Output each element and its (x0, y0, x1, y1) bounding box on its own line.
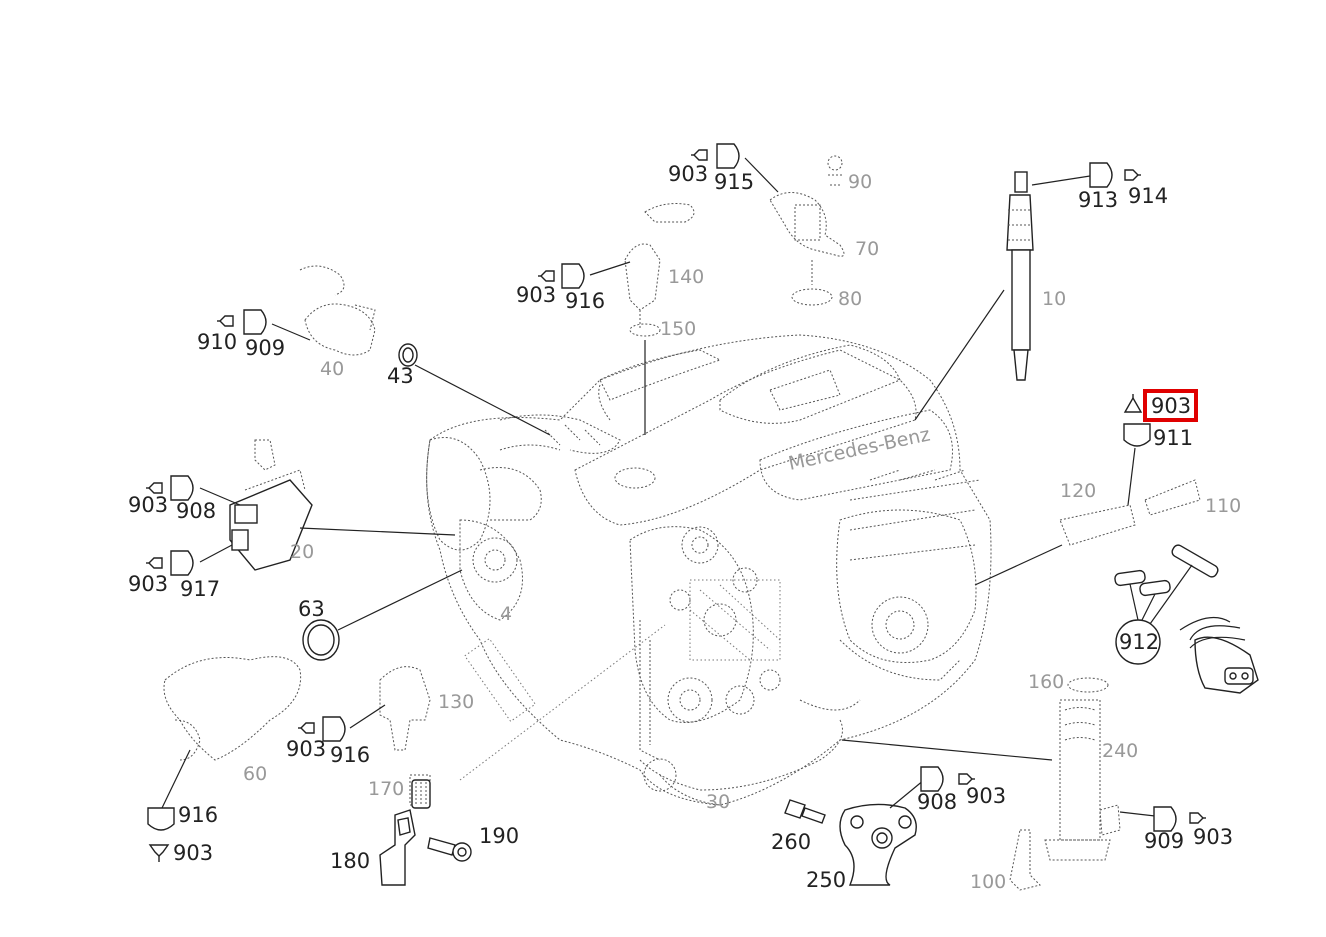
callout-908-left[interactable]: 908 (176, 499, 216, 523)
faint-labels: 90 70 80 140 150 10 40 120 110 20 4 60 1… (243, 171, 1241, 893)
label-4: 4 (500, 603, 512, 625)
callout-903-bot[interactable]: 903 (966, 784, 1006, 808)
highlight-box (1143, 389, 1198, 422)
callout-916-top[interactable]: 916 (565, 289, 605, 313)
bolt-190 (427, 837, 472, 862)
sensor-gear (1099, 804, 1121, 836)
callout-909-left[interactable]: 909 (245, 336, 285, 360)
solid-parts (229, 171, 1259, 886)
flange-250 (839, 803, 917, 886)
label-80: 80 (838, 288, 862, 310)
connector-kit-912 (1114, 544, 1259, 694)
callout-903-top[interactable]: 903 (668, 162, 708, 186)
callout-180[interactable]: 180 (330, 849, 370, 873)
callout-916-bl[interactable]: 916 (178, 803, 218, 827)
label-150: 150 (660, 318, 696, 340)
callout-903-916[interactable]: 903 (286, 737, 326, 761)
callout-915[interactable]: 915 (714, 170, 754, 194)
callout-916-mid[interactable]: 916 (330, 743, 370, 767)
control-module (229, 469, 313, 571)
callout-903-highlighted[interactable]: 903 (1151, 394, 1191, 418)
label-110: 110 (1205, 495, 1241, 517)
callout-43[interactable]: 43 (387, 364, 414, 388)
stud-260 (784, 799, 826, 824)
callout-913[interactable]: 913 (1078, 188, 1118, 212)
callouts: 903 915 913 914 903 916 910 909 43 903 9… (128, 162, 1233, 892)
label-30: 30 (706, 791, 730, 813)
callout-912[interactable]: 912 (1119, 630, 1159, 654)
label-160: 160 (1028, 671, 1064, 693)
callout-911[interactable]: 911 (1153, 426, 1193, 450)
label-40: 40 (320, 358, 344, 380)
callout-903-bl[interactable]: 903 (173, 841, 213, 865)
label-10: 10 (1042, 288, 1066, 310)
callout-903-l1[interactable]: 903 (128, 493, 168, 517)
symbols (145, 143, 1207, 862)
callout-903-mid[interactable]: 903 (516, 283, 556, 307)
label-170: 170 (368, 778, 404, 800)
label-20: 20 (290, 541, 314, 563)
callout-917[interactable]: 917 (180, 577, 220, 601)
label-140: 140 (668, 266, 704, 288)
label-70: 70 (855, 238, 879, 260)
callout-903-br[interactable]: 903 (1193, 825, 1233, 849)
label-240: 240 (1102, 740, 1138, 762)
leader-lines (161, 157, 1156, 817)
callout-908-bot[interactable]: 908 (917, 790, 957, 814)
callout-909-br[interactable]: 909 (1144, 829, 1184, 853)
label-60: 60 (243, 763, 267, 785)
ghost-parts (163, 155, 1201, 891)
callout-190[interactable]: 190 (479, 824, 519, 848)
callout-250[interactable]: 250 (806, 868, 846, 892)
callout-910[interactable]: 910 (197, 330, 237, 354)
callout-914[interactable]: 914 (1128, 184, 1168, 208)
callout-903-l2[interactable]: 903 (128, 572, 168, 596)
callout-63[interactable]: 63 (298, 597, 325, 621)
label-130: 130 (438, 691, 474, 713)
label-120: 120 (1060, 480, 1096, 502)
engine-assembly: Mercedes-Benz (426, 334, 992, 806)
callout-260[interactable]: 260 (771, 830, 811, 854)
injector-part (1006, 171, 1034, 381)
label-90: 90 (848, 171, 872, 193)
engine-badge: Mercedes-Benz (786, 423, 932, 475)
label-100: 100 (970, 871, 1006, 893)
